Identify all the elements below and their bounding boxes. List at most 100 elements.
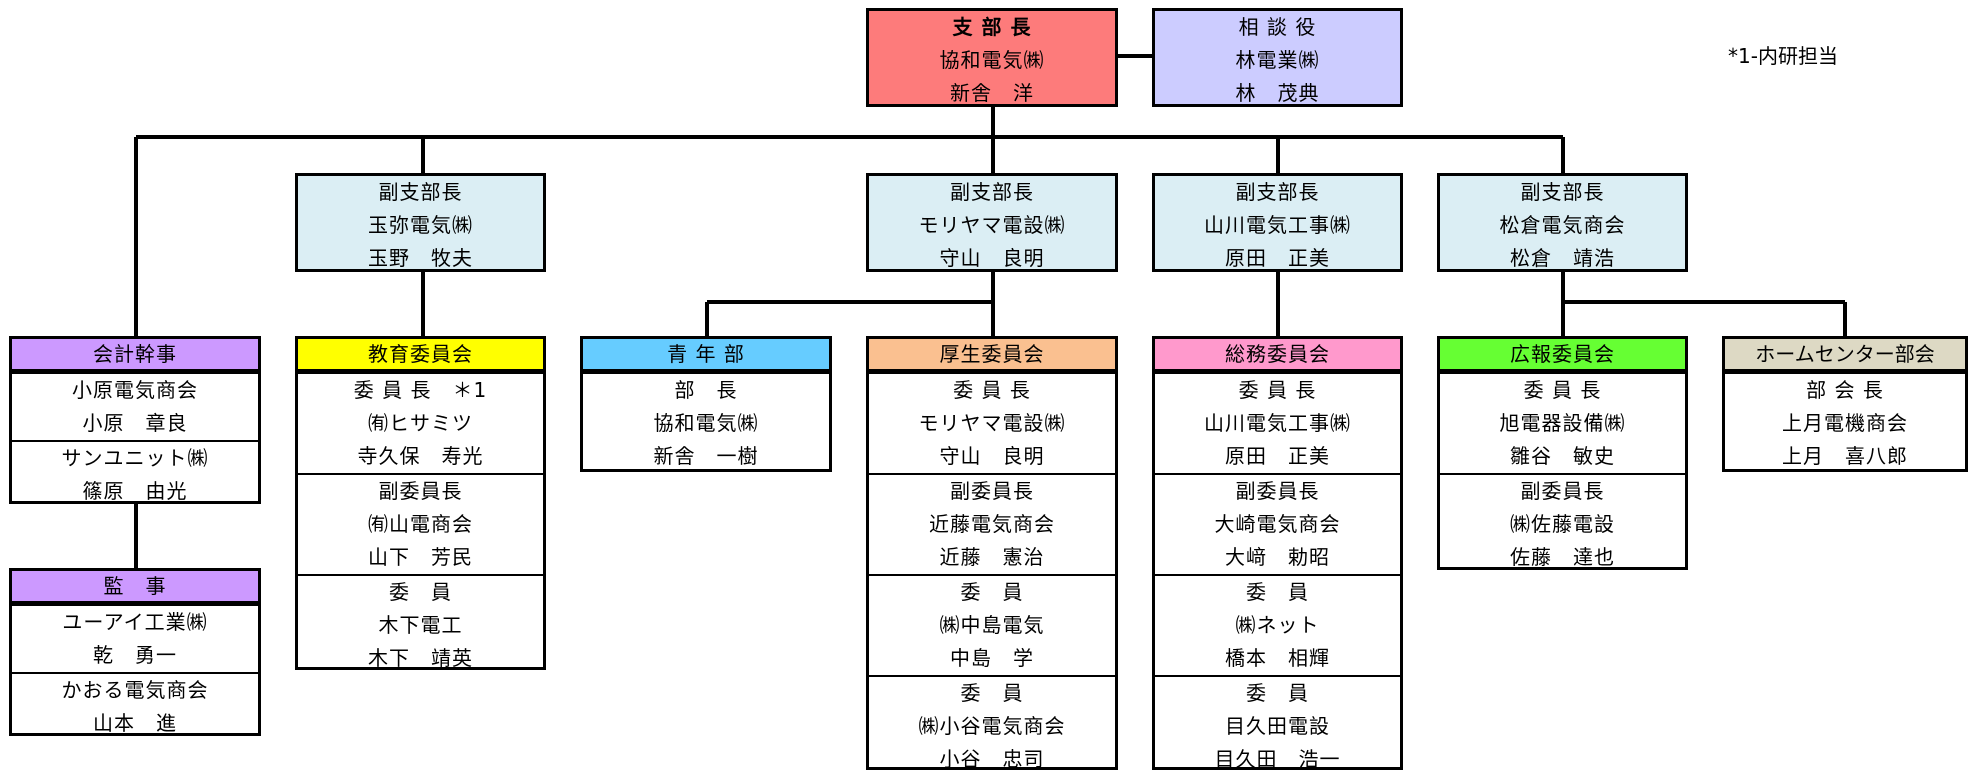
member-role: 副委員長 (1235, 479, 1320, 503)
member-name: 目久田 浩一 (1214, 747, 1341, 771)
member-group: サンユニット㈱ 篠原 由光 (12, 440, 258, 508)
member-company: ㈲ヒサミツ (368, 411, 473, 435)
member-name: 寺久保 寿光 (357, 444, 484, 468)
member-company: サンユニット㈱ (61, 446, 209, 470)
vice-chief-name: 原田 正美 (1225, 246, 1330, 270)
member-role: 委 員 (960, 681, 1024, 705)
committee-header-label: ホームセンター部会 (1755, 342, 1935, 366)
member-role: 委 員 長 (1523, 378, 1602, 402)
vice-chief-name: 守山 良明 (939, 246, 1045, 270)
committee-header-label: 青 年 部 (667, 342, 745, 366)
member-name: 木下 靖英 (368, 646, 473, 670)
vice-chief-title: 副支部長 (1235, 180, 1320, 204)
member-role: 委 員 長 (953, 378, 1031, 402)
vice-chief-name: 玉野 牧夫 (368, 246, 473, 270)
general-affairs-committee-box: 総務委員会 委 員 長 山川電気工事㈱ 原田 正美 副委員長 大崎電気商会 大﨑… (1152, 336, 1403, 771)
home-center-division-box: ホームセンター部会 部 会 長 上月電機商会 上月 喜八郎 (1722, 336, 1968, 472)
member-name: 乾 勇一 (93, 643, 177, 667)
member-role: 委 員 (1246, 580, 1309, 604)
member-company: 目久田電設 (1225, 714, 1330, 738)
vice-chief-box-3: 副支部長 山川電気工事㈱ 原田 正美 (1152, 173, 1403, 272)
member-company: 小原電気商会 (72, 378, 198, 402)
committee-header-label: 監 事 (103, 574, 167, 598)
youth-division-box: 青 年 部 部 長 協和電気㈱ 新舎 一樹 (580, 336, 832, 472)
member-role: 副委員長 (1520, 479, 1605, 503)
member-name: 守山 良明 (939, 444, 1045, 468)
member-group: 部 会 長 上月電機商会 上月 喜八郎 (1725, 372, 1965, 473)
vice-chief-box-2: 副支部長 モリヤマ電設㈱ 守山 良明 (866, 173, 1118, 272)
member-group: 小原電気商会 小原 章良 (12, 372, 258, 440)
footnote-naiken: *1-内研担当 (1728, 44, 1838, 68)
member-name: 山下 芳民 (368, 545, 473, 569)
member-group: 委 員 長 ＊1 ㈲ヒサミツ 寺久保 寿光 (298, 372, 543, 473)
member-name: 上月 喜八郎 (1782, 444, 1908, 468)
member-company: 近藤電気商会 (929, 512, 1055, 536)
member-company: ㈱小谷電気商会 (918, 714, 1066, 738)
member-name: 橋本 相輝 (1225, 646, 1330, 670)
member-group: 委 員 ㈱ネット 橋本 相輝 (1155, 574, 1400, 675)
member-group: 副委員長 大崎電気商会 大﨑 勅昭 (1155, 473, 1400, 574)
member-name: 佐藤 達也 (1510, 545, 1615, 569)
member-name: 篠原 由光 (82, 479, 188, 503)
advisor-title: 相 談 役 (1238, 15, 1317, 39)
member-name: 近藤 憲治 (939, 545, 1045, 569)
member-group: 部 長 協和電気㈱ 新舎 一樹 (583, 372, 829, 473)
member-group: 委 員 長 山川電気工事㈱ 原田 正美 (1155, 372, 1400, 473)
member-name: 大﨑 勅昭 (1225, 545, 1330, 569)
auditor-header: 監 事 (12, 571, 258, 604)
member-role: 副委員長 (950, 479, 1034, 503)
member-name: 雛谷 敏史 (1510, 444, 1615, 468)
member-name: 新舎 一樹 (653, 444, 759, 468)
member-name: 中島 学 (950, 646, 1034, 670)
vice-chief-company: モリヤマ電設㈱ (918, 213, 1066, 237)
committee-header-label: 教育委員会 (368, 342, 473, 366)
general-affairs-committee-header: 総務委員会 (1155, 339, 1400, 372)
member-company: 木下電工 (378, 613, 463, 637)
member-group: 委 員 長 モリヤマ電設㈱ 守山 良明 (869, 372, 1115, 473)
youth-division-header: 青 年 部 (583, 339, 829, 372)
member-group: 副委員長 ㈱佐藤電設 佐藤 達也 (1440, 473, 1685, 574)
pr-committee-box: 広報委員会 委 員 長 旭電器設備㈱ 雛谷 敏史 副委員長 ㈱佐藤電設 佐藤 達… (1437, 336, 1688, 570)
member-group: ユーアイ工業㈱ 乾 勇一 (12, 604, 258, 672)
vice-chief-box-1: 副支部長 玉弥電気㈱ 玉野 牧夫 (295, 173, 546, 272)
chief-name: 新舎 洋 (950, 81, 1034, 105)
member-company: 協和電気㈱ (653, 411, 759, 435)
member-group: 副委員長 ㈲山電商会 山下 芳民 (298, 473, 543, 574)
chief-company: 協和電気㈱ (939, 48, 1045, 72)
vice-chief-company: 山川電気工事㈱ (1204, 213, 1351, 237)
member-company: 山川電気工事㈱ (1204, 411, 1351, 435)
vice-chief-company: 玉弥電気㈱ (368, 213, 473, 237)
member-role: 委 員 (1246, 681, 1309, 705)
member-group: 委 員 木下電工 木下 靖英 (298, 574, 543, 675)
committee-header-label: 広報委員会 (1510, 342, 1615, 366)
member-role: 委 員 (960, 580, 1024, 604)
member-company: かおる電気商会 (61, 678, 209, 702)
member-role: 委 員 長 (1238, 378, 1317, 402)
member-group: 委 員 ㈱小谷電気商会 小谷 忠司 (869, 675, 1115, 776)
member-company: 旭電器設備㈱ (1499, 411, 1626, 435)
member-role: 委 員 (389, 580, 452, 604)
chief-title: 支 部 長 (952, 15, 1032, 39)
committee-header-label: 厚生委員会 (939, 342, 1045, 366)
member-company: ㈲山電商会 (368, 512, 473, 536)
member-group: 委 員 長 旭電器設備㈱ 雛谷 敏史 (1440, 372, 1685, 473)
member-role: 副委員長 (378, 479, 463, 503)
auditor-box: 監 事 ユーアイ工業㈱ 乾 勇一 かおる電気商会 山本 進 (9, 568, 261, 736)
member-company: 上月電機商会 (1782, 411, 1908, 435)
member-company: ユーアイ工業㈱ (62, 610, 208, 634)
vice-chief-box-4: 副支部長 松倉電気商会 松倉 靖浩 (1437, 173, 1688, 272)
member-group: かおる電気商会 山本 進 (12, 672, 258, 740)
member-company: モリヤマ電設㈱ (918, 411, 1066, 435)
accounting-box: 会計幹事 小原電気商会 小原 章良 サンユニット㈱ 篠原 由光 (9, 336, 261, 504)
home-center-division-header: ホームセンター部会 (1725, 339, 1965, 372)
member-role: 部 会 長 (1806, 378, 1884, 402)
education-committee-box: 教育委員会 委 員 長 ＊1 ㈲ヒサミツ 寺久保 寿光 副委員長 ㈲山電商会 山… (295, 336, 546, 670)
vice-chief-title: 副支部長 (1520, 180, 1605, 204)
member-role: 部 長 (674, 378, 738, 402)
welfare-committee-box: 厚生委員会 委 員 長 モリヤマ電設㈱ 守山 良明 副委員長 近藤電気商会 近藤… (866, 336, 1118, 771)
member-group: 委 員 目久田電設 目久田 浩一 (1155, 675, 1400, 776)
committee-header-label: 総務委員会 (1225, 342, 1330, 366)
advisor-box: 相 談 役 林電業㈱ 林 茂典 (1152, 8, 1403, 107)
member-company: ㈱中島電気 (939, 613, 1045, 637)
